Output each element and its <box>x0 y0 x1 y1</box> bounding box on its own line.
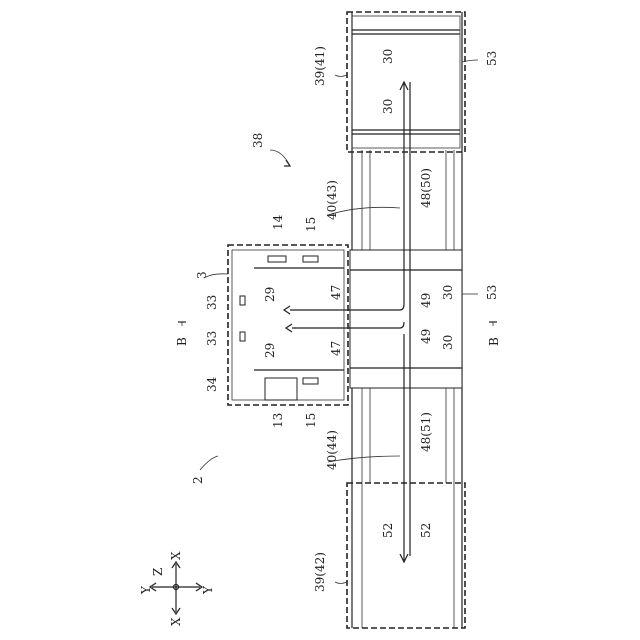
label-axis-y-left: Y <box>139 585 153 595</box>
component-33-top <box>240 296 245 305</box>
label-section-b-right: B <box>487 337 501 346</box>
label-40-44: 40(44) <box>325 430 339 470</box>
label-39-41: 39(41) <box>313 46 327 86</box>
label-axis-z: Z <box>151 568 165 576</box>
label-39-42: 39(42) <box>313 552 327 592</box>
transfer-block <box>350 250 462 388</box>
unit-3 <box>228 245 348 405</box>
label-52-right: 52 <box>419 523 433 538</box>
label-52-left: 52 <box>381 523 395 538</box>
label-53-top: 53 <box>485 51 499 66</box>
label-49-top: 49 <box>419 293 433 308</box>
label-3: 3 <box>195 271 209 279</box>
label-30-d: 30 <box>441 335 455 350</box>
label-30-a: 30 <box>381 49 395 64</box>
label-15-top: 15 <box>304 217 318 232</box>
station-39-41 <box>347 12 465 152</box>
label-33-bottom: 33 <box>205 331 219 346</box>
label-2: 2 <box>191 476 205 484</box>
label-30-b: 30 <box>381 99 395 114</box>
label-40-43: 40(43) <box>325 180 339 220</box>
label-53-mid: 53 <box>485 285 499 300</box>
label-49-bottom: 49 <box>419 329 433 344</box>
component-15-top <box>303 256 318 262</box>
label-29-bottom: 29 <box>263 343 277 358</box>
label-47-top: 47 <box>329 285 343 300</box>
label-48-51: 48(51) <box>419 412 433 452</box>
label-14: 14 <box>271 214 285 230</box>
labels: 38 2 3 34 14 15 15 13 29 29 33 33 47 47 … <box>139 46 501 626</box>
label-47-bottom: 47 <box>329 341 343 356</box>
station-39-42 <box>347 483 465 628</box>
label-15-bottom: 15 <box>304 413 318 428</box>
label-34: 34 <box>205 376 219 392</box>
label-axis-x-top: X <box>169 551 183 560</box>
label-axis-y-right: Y <box>201 585 215 595</box>
component-33-bottom <box>240 332 245 341</box>
label-38: 38 <box>251 133 265 148</box>
label-33-top: 33 <box>205 295 219 310</box>
component-14 <box>268 256 286 262</box>
label-30-c: 30 <box>441 285 455 300</box>
label-13: 13 <box>271 413 285 428</box>
label-axis-x-bottom: X <box>169 617 183 626</box>
label-48-50: 48(50) <box>419 168 433 208</box>
label-section-b-left: B <box>175 337 189 346</box>
label-29-top: 29 <box>263 287 277 302</box>
component-13 <box>265 378 297 400</box>
component-15-bottom <box>303 378 318 384</box>
